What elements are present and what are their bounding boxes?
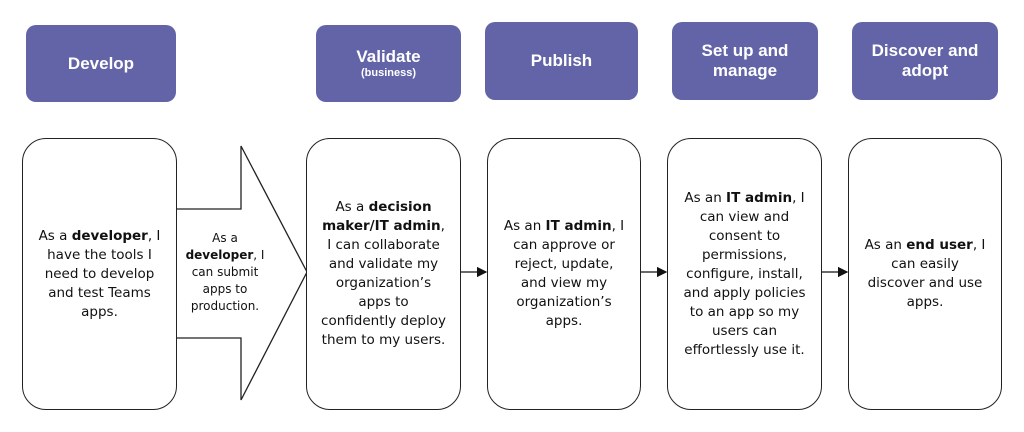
box-develop: As a developer, I have the tools I need … bbox=[22, 138, 177, 410]
box-discover: As an end user, I can easily discover an… bbox=[848, 138, 1002, 410]
big-arrow-shape bbox=[175, 145, 308, 401]
box-publish-text: As an IT admin, I can approve or reject,… bbox=[503, 218, 625, 329]
stage-header-publish: Publish bbox=[485, 22, 638, 100]
arrow-text: As a developer, I can submit apps to pro… bbox=[185, 231, 265, 313]
stage-title-develop: Develop bbox=[67, 53, 135, 73]
stage-header-discover: Discover and adopt bbox=[852, 22, 998, 100]
stage-header-develop: Develop bbox=[26, 25, 176, 102]
box-develop-text: As a developer, I have the tools I need … bbox=[38, 227, 161, 320]
stage-subtitle-validate: (business) bbox=[360, 67, 416, 79]
stage-title-setup: Set up and manage bbox=[701, 41, 789, 80]
box-validate: As a decision maker/IT admin, I can coll… bbox=[306, 138, 461, 410]
stage-header-setup: Set up and manage bbox=[672, 22, 818, 100]
box-setup-text: As an IT admin, I can view and consent t… bbox=[683, 189, 806, 358]
box-setup: As an IT admin, I can view and consent t… bbox=[667, 138, 822, 410]
stage-title-publish: Publish bbox=[530, 51, 593, 70]
stage-header-validate: Validate (business) bbox=[316, 25, 461, 102]
box-publish: As an IT admin, I can approve or reject,… bbox=[487, 138, 641, 410]
stage-title-discover: Discover and adopt bbox=[871, 41, 979, 80]
stage-title-validate: Validate bbox=[356, 47, 421, 66]
box-discover-text: As an end user, I can easily discover an… bbox=[864, 237, 986, 310]
box-validate-text: As a decision maker/IT admin, I can coll… bbox=[321, 199, 446, 348]
